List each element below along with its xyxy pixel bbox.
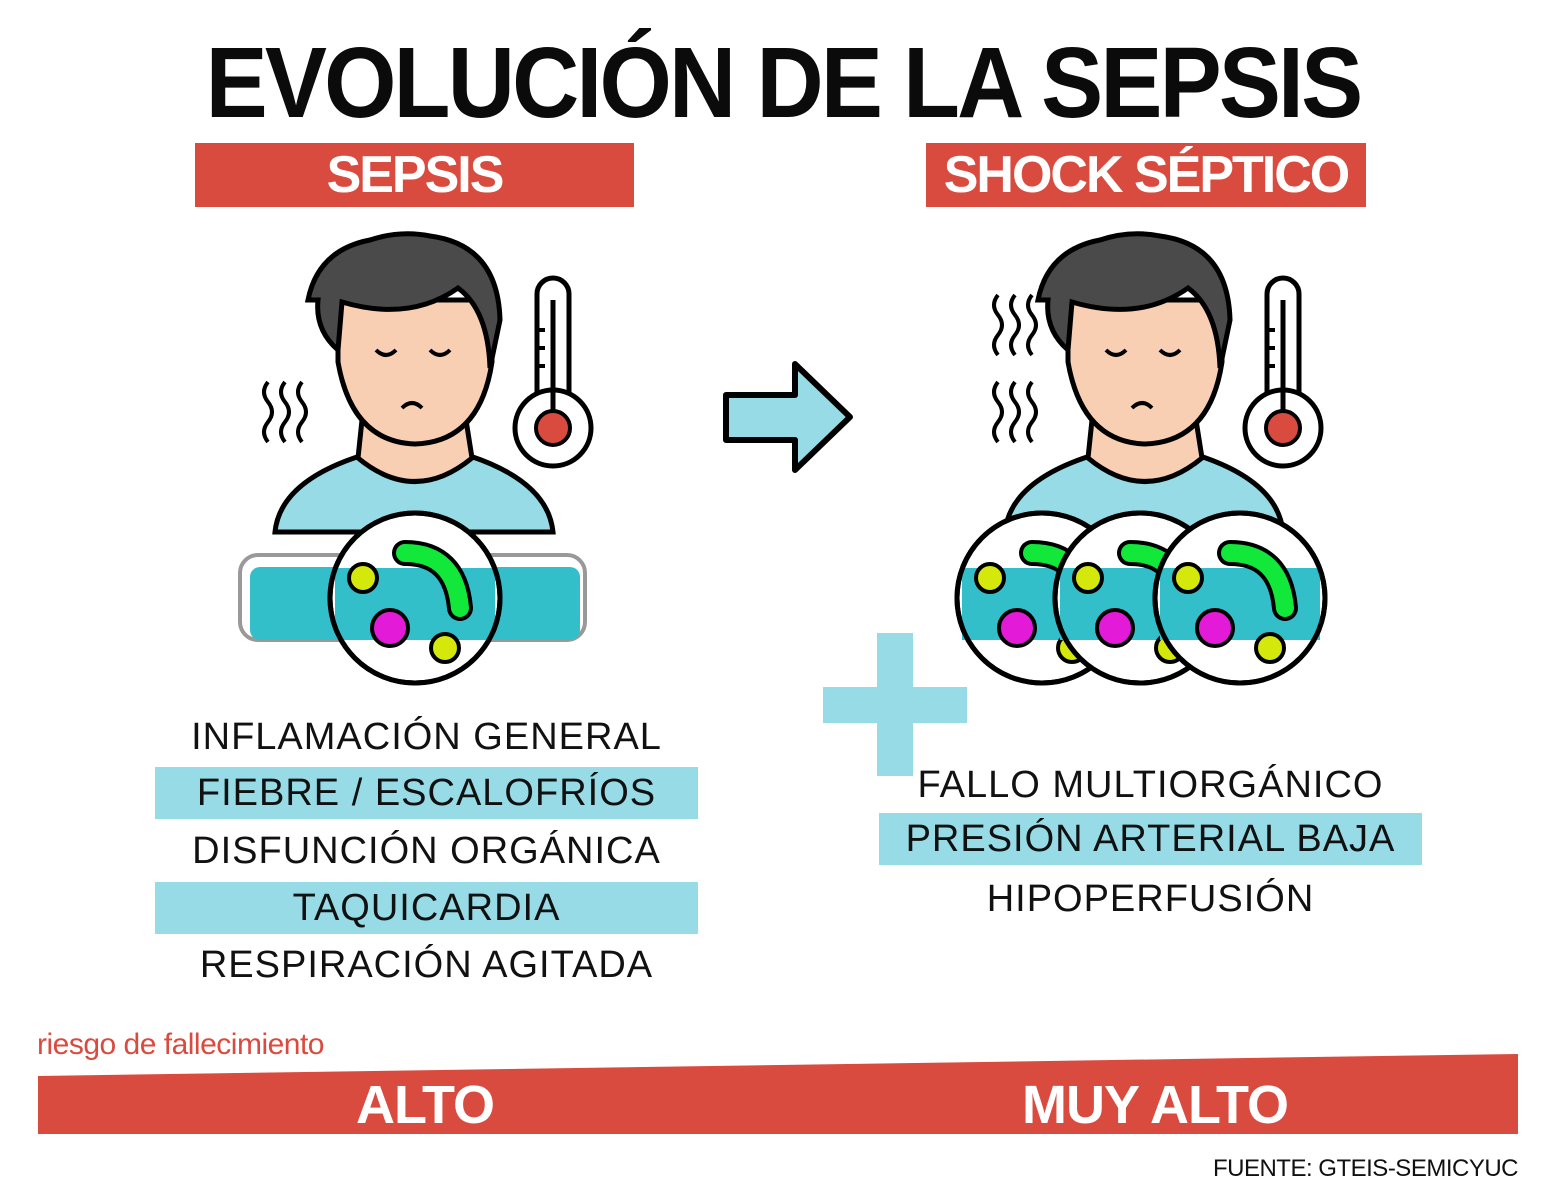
symptom-item: HIPOPERFUSIÓN (986, 878, 1315, 920)
stage-label-shock: SHOCK SÉPTICO (926, 143, 1366, 207)
symptom-item: FIEBRE / ESCALOFRÍOS (155, 767, 698, 819)
symptom-item: INFLAMACIÓN GENERAL (191, 716, 662, 758)
symptom-item: FALLO MULTIORGÁNICO (917, 764, 1384, 806)
patient-sepsis-icon (238, 234, 591, 683)
symptom-item: PRESIÓN ARTERIAL BAJA (879, 813, 1422, 865)
risk-level-sepsis: ALTO (356, 1075, 495, 1135)
heat-waves-icon (992, 293, 1038, 444)
page-title: EVOLUCIÓN DE LA SEPSIS (205, 27, 1364, 139)
thermometer-icon (1245, 278, 1321, 466)
bacteria-magnifiers-icon (957, 513, 1325, 683)
symptom-item: TAQUICARDIA (155, 882, 698, 934)
thermometer-icon (515, 278, 591, 466)
source-credit: FUENTE: GTEIS-SEMICYUC (1212, 1155, 1519, 1182)
bacteria-magnifier-icon (330, 513, 500, 683)
symptom-item: DISFUNCIÓN ORGÁNICA (192, 830, 661, 872)
risk-level-shock: MUY ALTO (1021, 1075, 1289, 1135)
symptom-item: RESPIRACIÓN AGITADA (199, 944, 654, 986)
risk-label: riesgo de fallecimiento (37, 1028, 325, 1061)
stage-label-sepsis: SEPSIS (195, 143, 634, 207)
plus-icon (823, 633, 967, 776)
arrow-right-icon (723, 361, 853, 473)
heat-waves-icon (262, 380, 308, 444)
